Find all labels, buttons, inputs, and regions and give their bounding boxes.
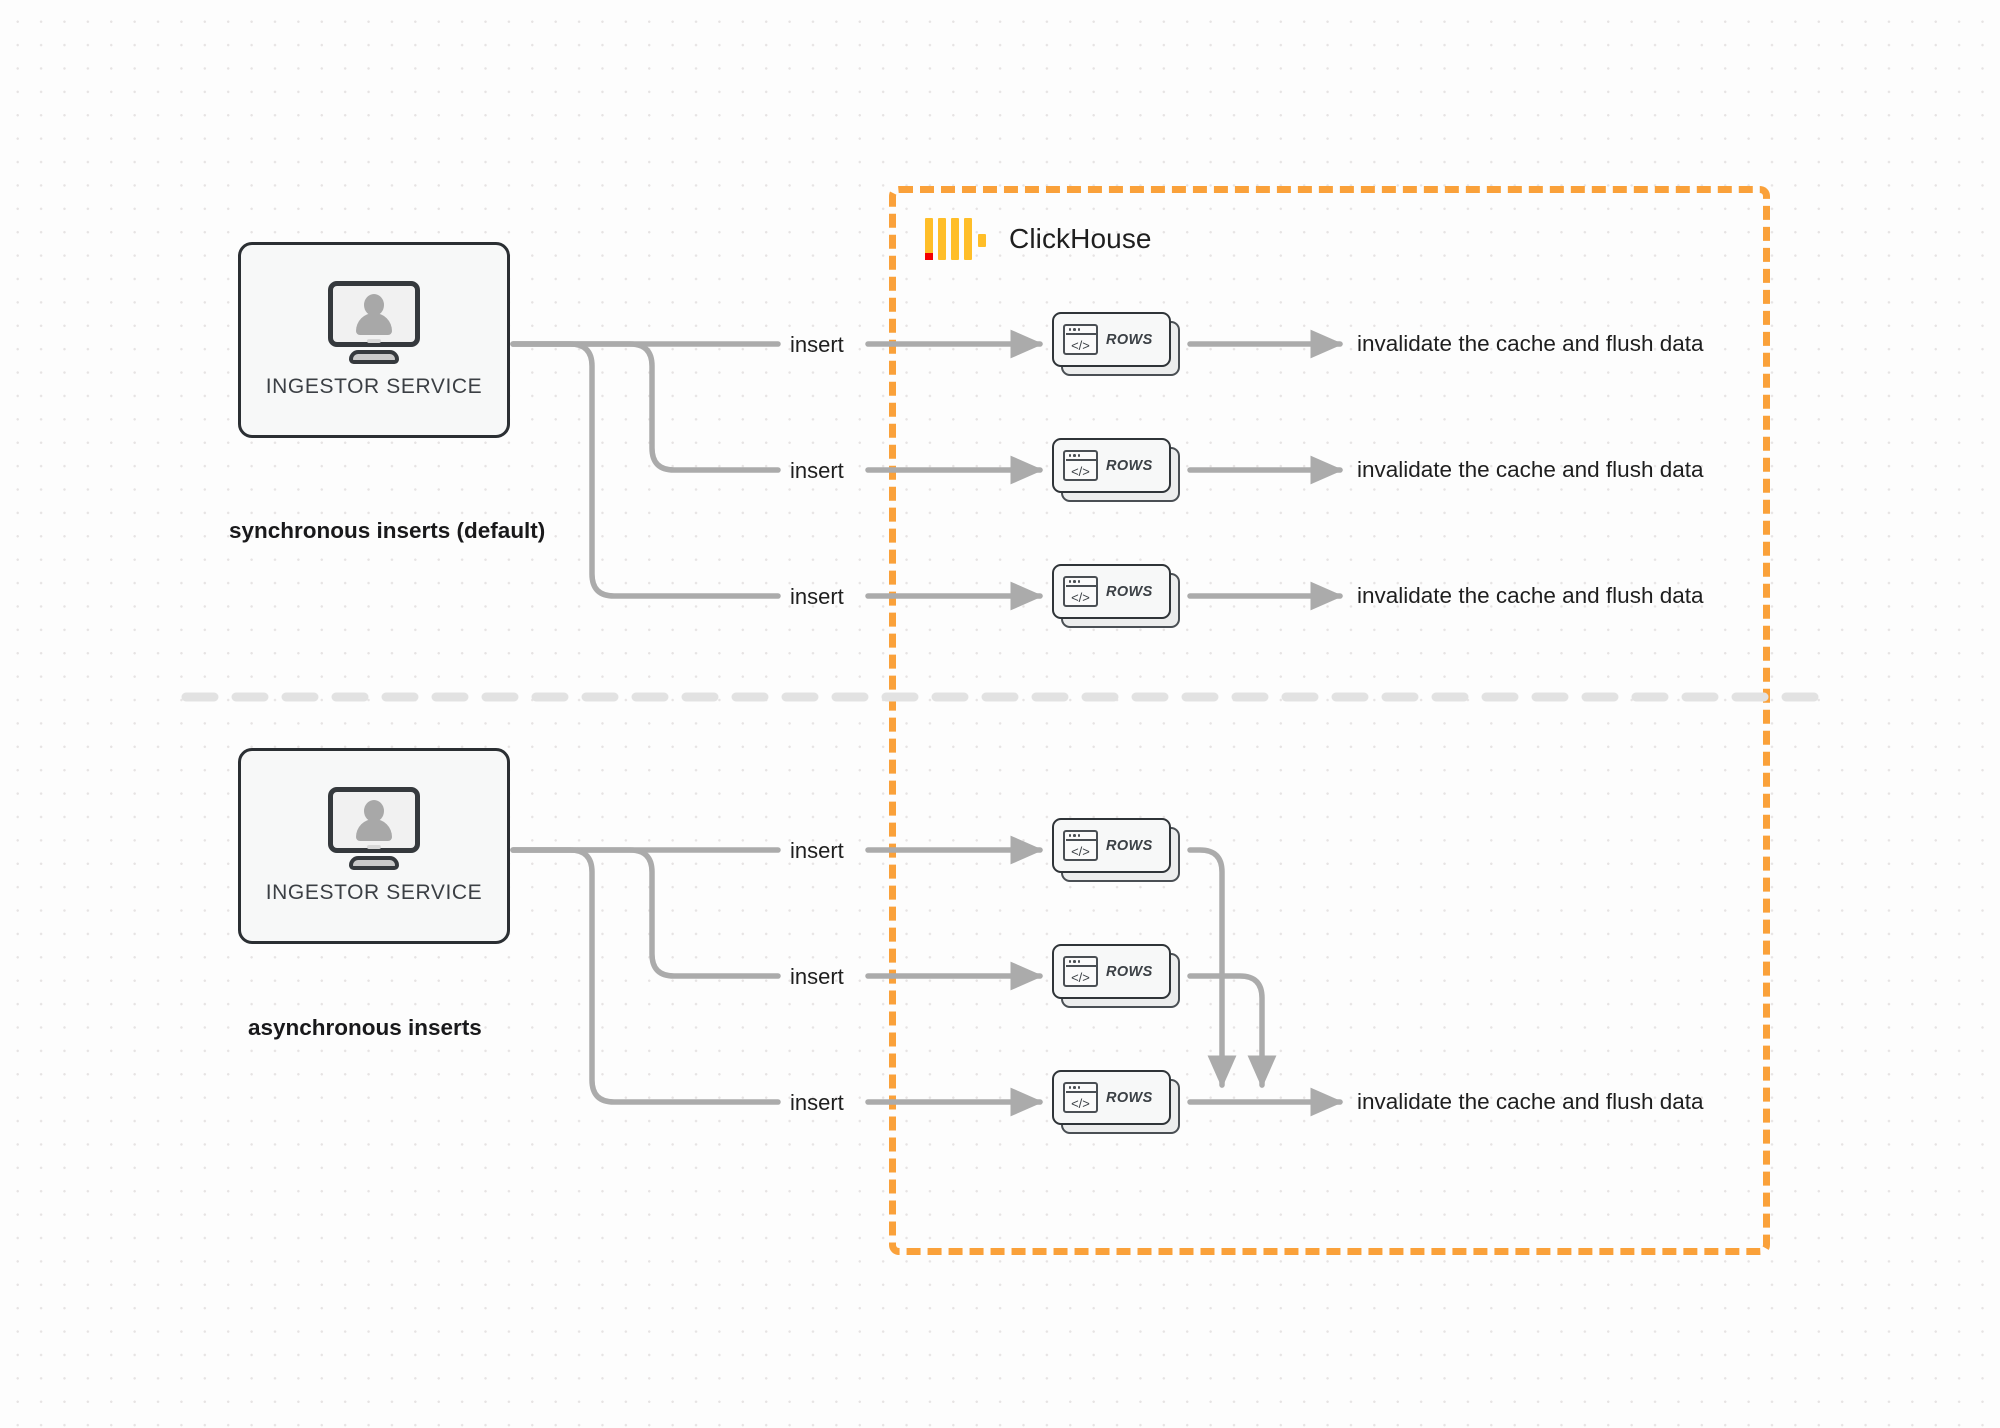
result-label-sync-3: invalidate the cache and flush data [1357, 583, 1704, 608]
insert-label-async-3: insert [790, 1090, 844, 1115]
monitor-screen [328, 787, 420, 853]
insert-label-sync-1: insert [790, 332, 844, 357]
rows-label: ROWS [1106, 837, 1153, 854]
rows-label: ROWS [1106, 331, 1153, 348]
user-body [356, 313, 392, 335]
clickhouse-title: ClickHouse [1009, 223, 1152, 254]
code-window-icon: </> [1063, 956, 1098, 987]
code-glyph: </> [1071, 337, 1090, 353]
window-titlebar [1065, 327, 1096, 335]
user-head [364, 800, 384, 822]
rows-label: ROWS [1106, 583, 1153, 600]
clickhouse-boundary [889, 186, 1770, 1255]
code-glyph: </> [1071, 463, 1090, 479]
code-glyph: </> [1071, 1095, 1090, 1111]
edge-async-ingestor-insert-3 [510, 847, 781, 1105]
rows-card-front: </> ROWS [1052, 312, 1171, 367]
monitor-user-icon [328, 281, 420, 365]
ingestor-service-sync[interactable]: INGESTOR SERVICE [238, 242, 510, 438]
logo-bar-3 [951, 218, 959, 260]
window-titlebar [1065, 1085, 1096, 1093]
monitor-screen [328, 281, 420, 347]
window-titlebar [1065, 579, 1096, 587]
result-label-sync-1: invalidate the cache and flush data [1357, 331, 1704, 356]
rows-label: ROWS [1106, 1089, 1153, 1106]
monitor-notch [367, 339, 381, 343]
code-window-icon: </> [1063, 450, 1098, 481]
insert-label-async-1: insert [790, 838, 844, 863]
rows-node-async-3[interactable]: </> ROWS [1052, 1070, 1180, 1134]
rows-node-sync-3[interactable]: </> ROWS [1052, 564, 1180, 628]
window-frame [1063, 450, 1098, 481]
window-frame [1063, 576, 1098, 607]
rows-card-front: </> ROWS [1052, 944, 1171, 999]
ingestor-service-async[interactable]: INGESTOR SERVICE [238, 748, 510, 944]
result-label-async: invalidate the cache and flush data [1357, 1089, 1704, 1114]
rows-card-front: </> ROWS [1052, 1070, 1171, 1125]
ingestor-service-label: INGESTOR SERVICE [265, 375, 483, 398]
edge-ingestor-insert-3 [510, 341, 781, 599]
logo-bar-stub [978, 234, 986, 247]
rows-card-front: </> ROWS [1052, 564, 1171, 619]
rows-label: ROWS [1106, 963, 1153, 980]
rows-label: ROWS [1106, 457, 1153, 474]
code-window-icon: </> [1063, 324, 1098, 355]
rows-card-front: </> ROWS [1052, 818, 1171, 873]
monitor-base [349, 350, 399, 364]
section-label-synchronous: synchronous inserts (default) [229, 518, 546, 543]
rows-node-async-1[interactable]: </> ROWS [1052, 818, 1180, 882]
window-titlebar [1065, 453, 1096, 461]
result-label-sync-2: invalidate the cache and flush data [1357, 457, 1704, 482]
monitor-notch [367, 845, 381, 849]
monitor-base [349, 856, 399, 870]
window-titlebar [1065, 833, 1096, 841]
insert-label-sync-2: insert [790, 458, 844, 483]
rows-node-sync-2[interactable]: </> ROWS [1052, 438, 1180, 502]
code-window-icon: </> [1063, 830, 1098, 861]
section-label-asynchronous: asynchronous inserts [248, 1015, 482, 1040]
monitor-user-icon [328, 787, 420, 871]
user-head [364, 294, 384, 316]
clickhouse-logo [925, 218, 987, 260]
code-window-icon: </> [1063, 576, 1098, 607]
logo-bar-4 [964, 218, 972, 260]
edge-ingestor-insert-2 [510, 341, 781, 473]
code-glyph: </> [1071, 969, 1090, 985]
window-titlebar [1065, 959, 1096, 967]
logo-bar-2 [938, 218, 946, 260]
logo-bar-1 [925, 218, 933, 260]
ingestor-service-label: INGESTOR SERVICE [265, 881, 483, 904]
code-glyph: </> [1071, 589, 1090, 605]
code-window-icon: </> [1063, 1082, 1098, 1113]
edge-async-ingestor-insert-2 [510, 847, 781, 979]
rows-card-front: </> ROWS [1052, 438, 1171, 493]
clickhouse-logo-row: ClickHouse [925, 218, 1152, 260]
logo-red-dot [925, 253, 933, 260]
rows-node-async-2[interactable]: </> ROWS [1052, 944, 1180, 1008]
insert-label-sync-3: insert [790, 584, 844, 609]
insert-label-async-2: insert [790, 964, 844, 989]
rows-node-sync-1[interactable]: </> ROWS [1052, 312, 1180, 376]
code-glyph: </> [1071, 843, 1090, 859]
user-body [356, 819, 392, 841]
